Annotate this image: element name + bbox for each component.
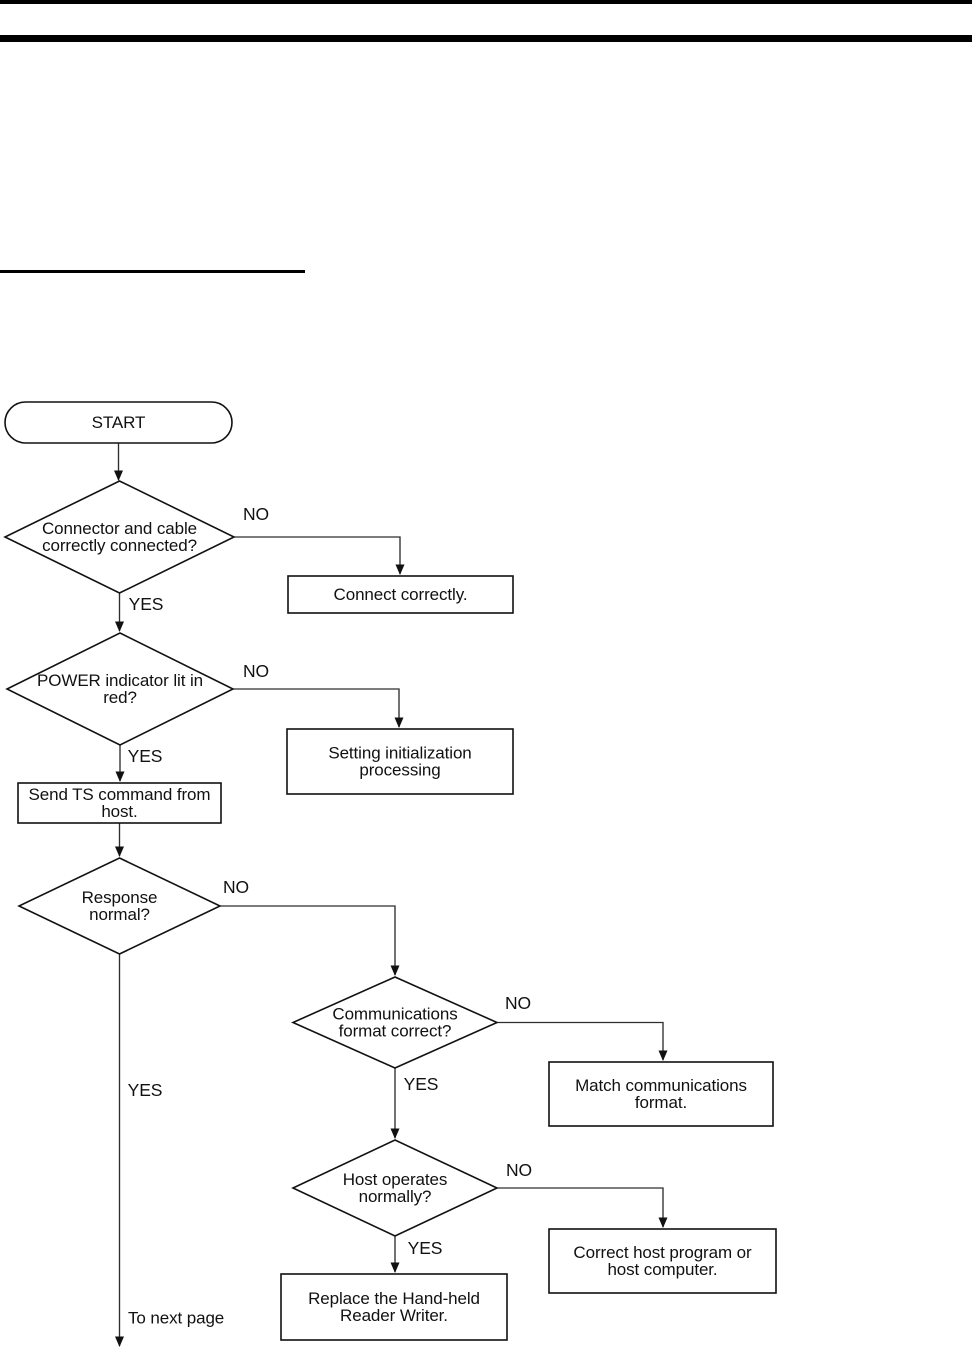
edges-layer: NO YES NO YES NO YES NO YES NO YES <box>114 443 668 1347</box>
decision-connector-cable-label: Connector and cable <box>42 519 197 538</box>
header-rule-thick-top <box>0 0 972 4</box>
to-next-page-note: To next page <box>128 1309 224 1328</box>
process-replace-reader-writer-label: Reader Writer. <box>340 1306 448 1325</box>
edge-power-yes-label: YES <box>128 746 163 766</box>
decision-communications-format-label: format correct? <box>339 1022 452 1041</box>
edge-host-no-label: NO <box>506 1160 532 1180</box>
process-send-ts-command-label: host. <box>101 802 137 821</box>
edge-connector-no: NO <box>234 504 405 575</box>
edge-format-no-label: NO <box>505 993 531 1013</box>
process-replace-reader-writer-label: Replace the Hand-held <box>308 1289 480 1308</box>
edge-host-yes: YES <box>390 1236 443 1273</box>
decision-power-indicator-label: red? <box>103 688 137 707</box>
decision-host-operates-label: normally? <box>359 1187 432 1206</box>
edge-format-yes: YES <box>390 1068 439 1139</box>
edge-power-yes: YES <box>115 745 163 782</box>
decision-host-operates-label: Host operates <box>343 1170 448 1189</box>
edge-connector-no-label: NO <box>243 504 269 524</box>
process-correct-host-label: host computer. <box>607 1260 717 1279</box>
edge-power-no-label: NO <box>243 661 269 681</box>
edge-host-yes-label: YES <box>408 1238 443 1258</box>
process-setting-initialization-label: Setting initialization <box>328 744 471 763</box>
process-connect-correctly: Connect correctly. <box>287 575 514 614</box>
edge-response-yes-to-next-page-label: YES <box>128 1080 163 1100</box>
section-title-underline <box>0 270 305 273</box>
process-match-format-label: Match communications <box>575 1076 747 1095</box>
decision-connector-cable-label: correctly connected? <box>42 536 197 555</box>
edge-power-no: NO <box>233 661 404 728</box>
process-correct-host-label: Correct host program or <box>573 1243 752 1262</box>
start-terminator-label: START <box>92 413 146 432</box>
edge-response-no-label: NO <box>223 877 249 897</box>
edge-host-no: NO <box>497 1160 668 1228</box>
edge-connector-yes-label: YES <box>129 594 164 614</box>
decision-power-indicator-label: POWER indicator lit in <box>37 671 203 690</box>
process-connect-correctly-label: Connect correctly. <box>334 585 468 604</box>
decision-response-normal-label: Response <box>82 888 158 907</box>
edge-response-yes-to-next-page: YES <box>115 954 163 1347</box>
process-send-ts-command-label: Send TS command from <box>29 785 211 804</box>
start-terminator: START <box>4 401 233 444</box>
header-rule-thick-bottom <box>0 35 972 42</box>
edge-response-no: NO <box>220 877 400 976</box>
process-match-format-label: format. <box>635 1093 687 1112</box>
edge-format-yes-label: YES <box>404 1074 439 1094</box>
edge-connector-yes: YES <box>115 593 164 632</box>
decision-response-normal-label: normal? <box>89 905 150 924</box>
to-next-page-note-label: To next page <box>128 1309 224 1328</box>
edge-format-no: NO <box>497 993 668 1061</box>
decision-communications-format-label: Communications <box>332 1005 457 1024</box>
process-setting-initialization-label: processing <box>359 761 440 780</box>
